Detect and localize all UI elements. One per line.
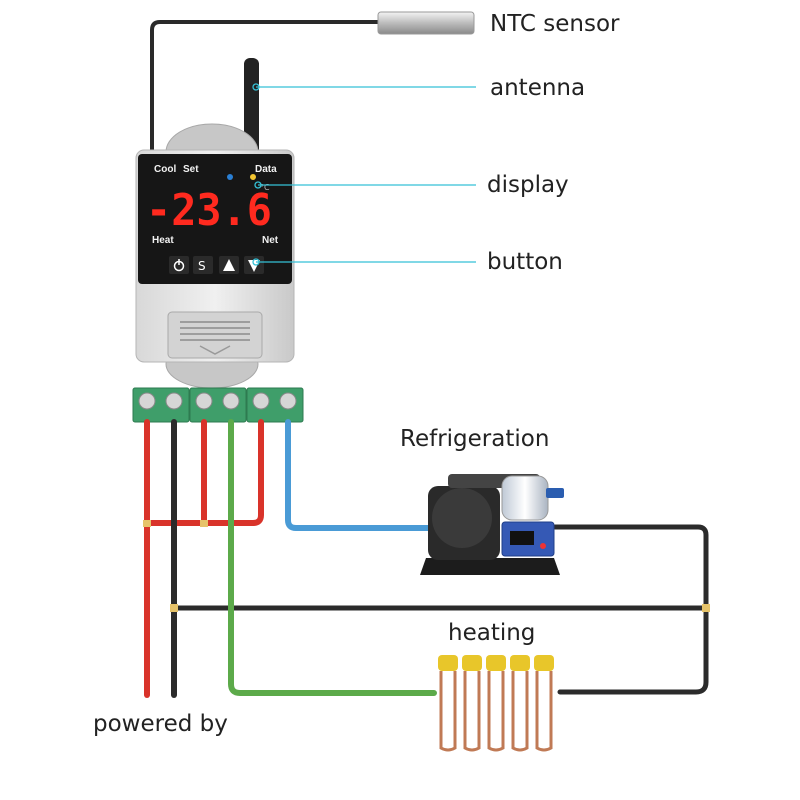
data-led <box>250 174 256 180</box>
power-button[interactable] <box>169 256 189 274</box>
display-label: display <box>487 172 569 198</box>
up-button[interactable] <box>219 256 239 274</box>
heat-label: Heat <box>152 235 174 246</box>
antenna-label: antenna <box>490 75 585 101</box>
blue-wire <box>285 419 433 531</box>
antenna-rod <box>244 58 259 158</box>
down-arrow-icon <box>248 260 260 272</box>
data-label: Data <box>255 164 277 175</box>
temperature-reading: -23.6 <box>146 185 272 236</box>
wires <box>143 419 710 698</box>
net-label: Net <box>262 235 279 246</box>
red-wire-3 <box>201 419 264 526</box>
heating-elements <box>438 655 554 752</box>
cover-vents <box>180 321 250 341</box>
cool-label: Cool <box>154 164 176 175</box>
terminal-block-1 <box>132 387 190 423</box>
set-label: Set <box>183 164 199 175</box>
fridge-base <box>420 558 560 575</box>
heating-rod-4 <box>510 655 530 752</box>
ntc-sensor-label: NTC sensor <box>490 11 620 37</box>
terminal-block-3 <box>246 387 304 423</box>
powered-by-label: powered by <box>93 711 228 737</box>
refrigeration-unit <box>420 474 564 575</box>
set-button-label: S <box>198 259 206 273</box>
heating-rod-2 <box>462 655 482 752</box>
antenna <box>244 58 259 158</box>
sensor-cable <box>150 20 378 150</box>
fridge-tank <box>501 475 549 521</box>
heating-label: heating <box>448 620 535 646</box>
refrigeration-label: Refrigeration <box>400 426 549 452</box>
cover-arrow <box>199 345 231 355</box>
display-panel <box>138 154 292 284</box>
button-label: button <box>487 249 563 275</box>
set-led <box>227 174 233 180</box>
unit-symbol: °C <box>260 183 270 192</box>
heating-rod-1 <box>438 655 458 752</box>
sensor-probe <box>377 11 475 35</box>
terminal-blocks <box>132 387 304 423</box>
compressor-dome <box>432 488 492 548</box>
ntc-sensor <box>150 11 475 150</box>
fridge-indicator <box>540 543 546 549</box>
heating-rod-5 <box>534 655 554 752</box>
fridge-valve <box>546 488 564 498</box>
set-button[interactable]: S <box>193 256 213 274</box>
heating-rod-3 <box>486 655 506 752</box>
callouts <box>252 83 476 266</box>
terminal-block-2 <box>189 387 247 423</box>
green-wire <box>228 419 437 696</box>
up-arrow-icon <box>223 259 235 271</box>
thermostat-device: Cool Set Data Heat Net °C -23.6 S <box>135 123 295 389</box>
